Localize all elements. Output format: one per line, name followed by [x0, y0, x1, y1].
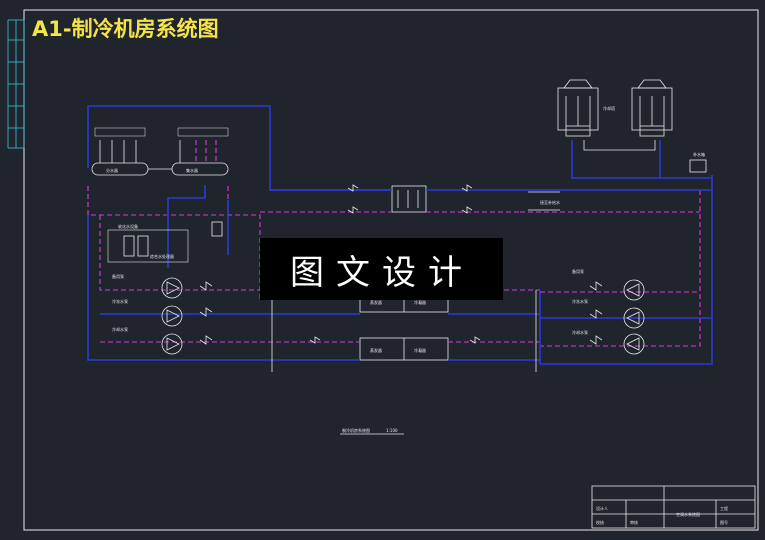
- make-up-tank: 补水箱: [689, 151, 707, 173]
- chiller1-condenser: 冷凝器: [414, 299, 426, 305]
- make-up-tank-label: 补水箱: [693, 151, 705, 157]
- watermark: 图文设计: [260, 238, 503, 300]
- distributor-label: 分水器: [106, 167, 118, 173]
- make-up-label: 接至补给水: [540, 199, 560, 205]
- chiller-lower: 蒸发器 冷凝器: [359, 337, 449, 361]
- tb-sheet: 图号: [720, 519, 728, 525]
- left-chilled-label: 冷冻水泵: [112, 298, 128, 304]
- watermark-text: 图文设计: [290, 253, 474, 293]
- binding-strip: [7, 19, 25, 149]
- collector: 集水器: [171, 162, 229, 176]
- right-chilled-label: 冷冻水泵: [572, 298, 588, 304]
- right-cooling-label: 冷却水泵: [572, 329, 588, 335]
- left-standby-label: 备用泵: [112, 273, 124, 279]
- tb-drawing-name: 空调水系统图: [676, 511, 700, 517]
- tb-project: 工程: [720, 505, 728, 511]
- drawing-scale: 1:100: [386, 428, 398, 433]
- tb-checker: 校核: [596, 519, 604, 525]
- distributor: 分水器: [91, 162, 149, 176]
- drawing-caption: 制冷机房系统图: [342, 427, 370, 433]
- header-valves: [94, 127, 229, 163]
- softener-unit: 软化水设备 综合水处理器: [107, 221, 223, 263]
- tb-designer: 设计人: [596, 505, 608, 511]
- chiller1-evaporator: 蒸发器: [370, 299, 382, 305]
- title-block: 设计人 校核 审核 空调水系统图 工程 图号: [591, 485, 756, 529]
- left-cooling-label: 冷却水泵: [112, 326, 128, 332]
- collector-label: 集水器: [186, 167, 198, 173]
- softener-label: 软化水设备: [118, 223, 138, 229]
- tower-pipes: [520, 140, 713, 365]
- left-pump-group: 备用泵 冷冻水泵 冷却水泵: [87, 215, 260, 361]
- drawing-title: A1-制冷机房系统图: [32, 17, 219, 41]
- sheet-border: [23, 9, 759, 531]
- plate-heat-exchanger: 接至补给水: [260, 185, 560, 213]
- right-standby-label: 备用泵: [572, 268, 584, 274]
- cooling-tower-2: [631, 79, 673, 137]
- chiller2-condenser: 冷凝器: [414, 347, 426, 353]
- tb-approver: 审核: [630, 519, 638, 525]
- right-pump-group: 备用泵 冷冻水泵 冷却水泵: [540, 268, 712, 355]
- treatment-label: 综合水处理器: [150, 253, 174, 259]
- chiller2-evaporator: 蒸发器: [370, 347, 382, 353]
- cooling-tower-1: [557, 79, 599, 137]
- valve-symbols: [199, 184, 603, 345]
- cooling-tower-label: 冷却塔: [603, 105, 615, 111]
